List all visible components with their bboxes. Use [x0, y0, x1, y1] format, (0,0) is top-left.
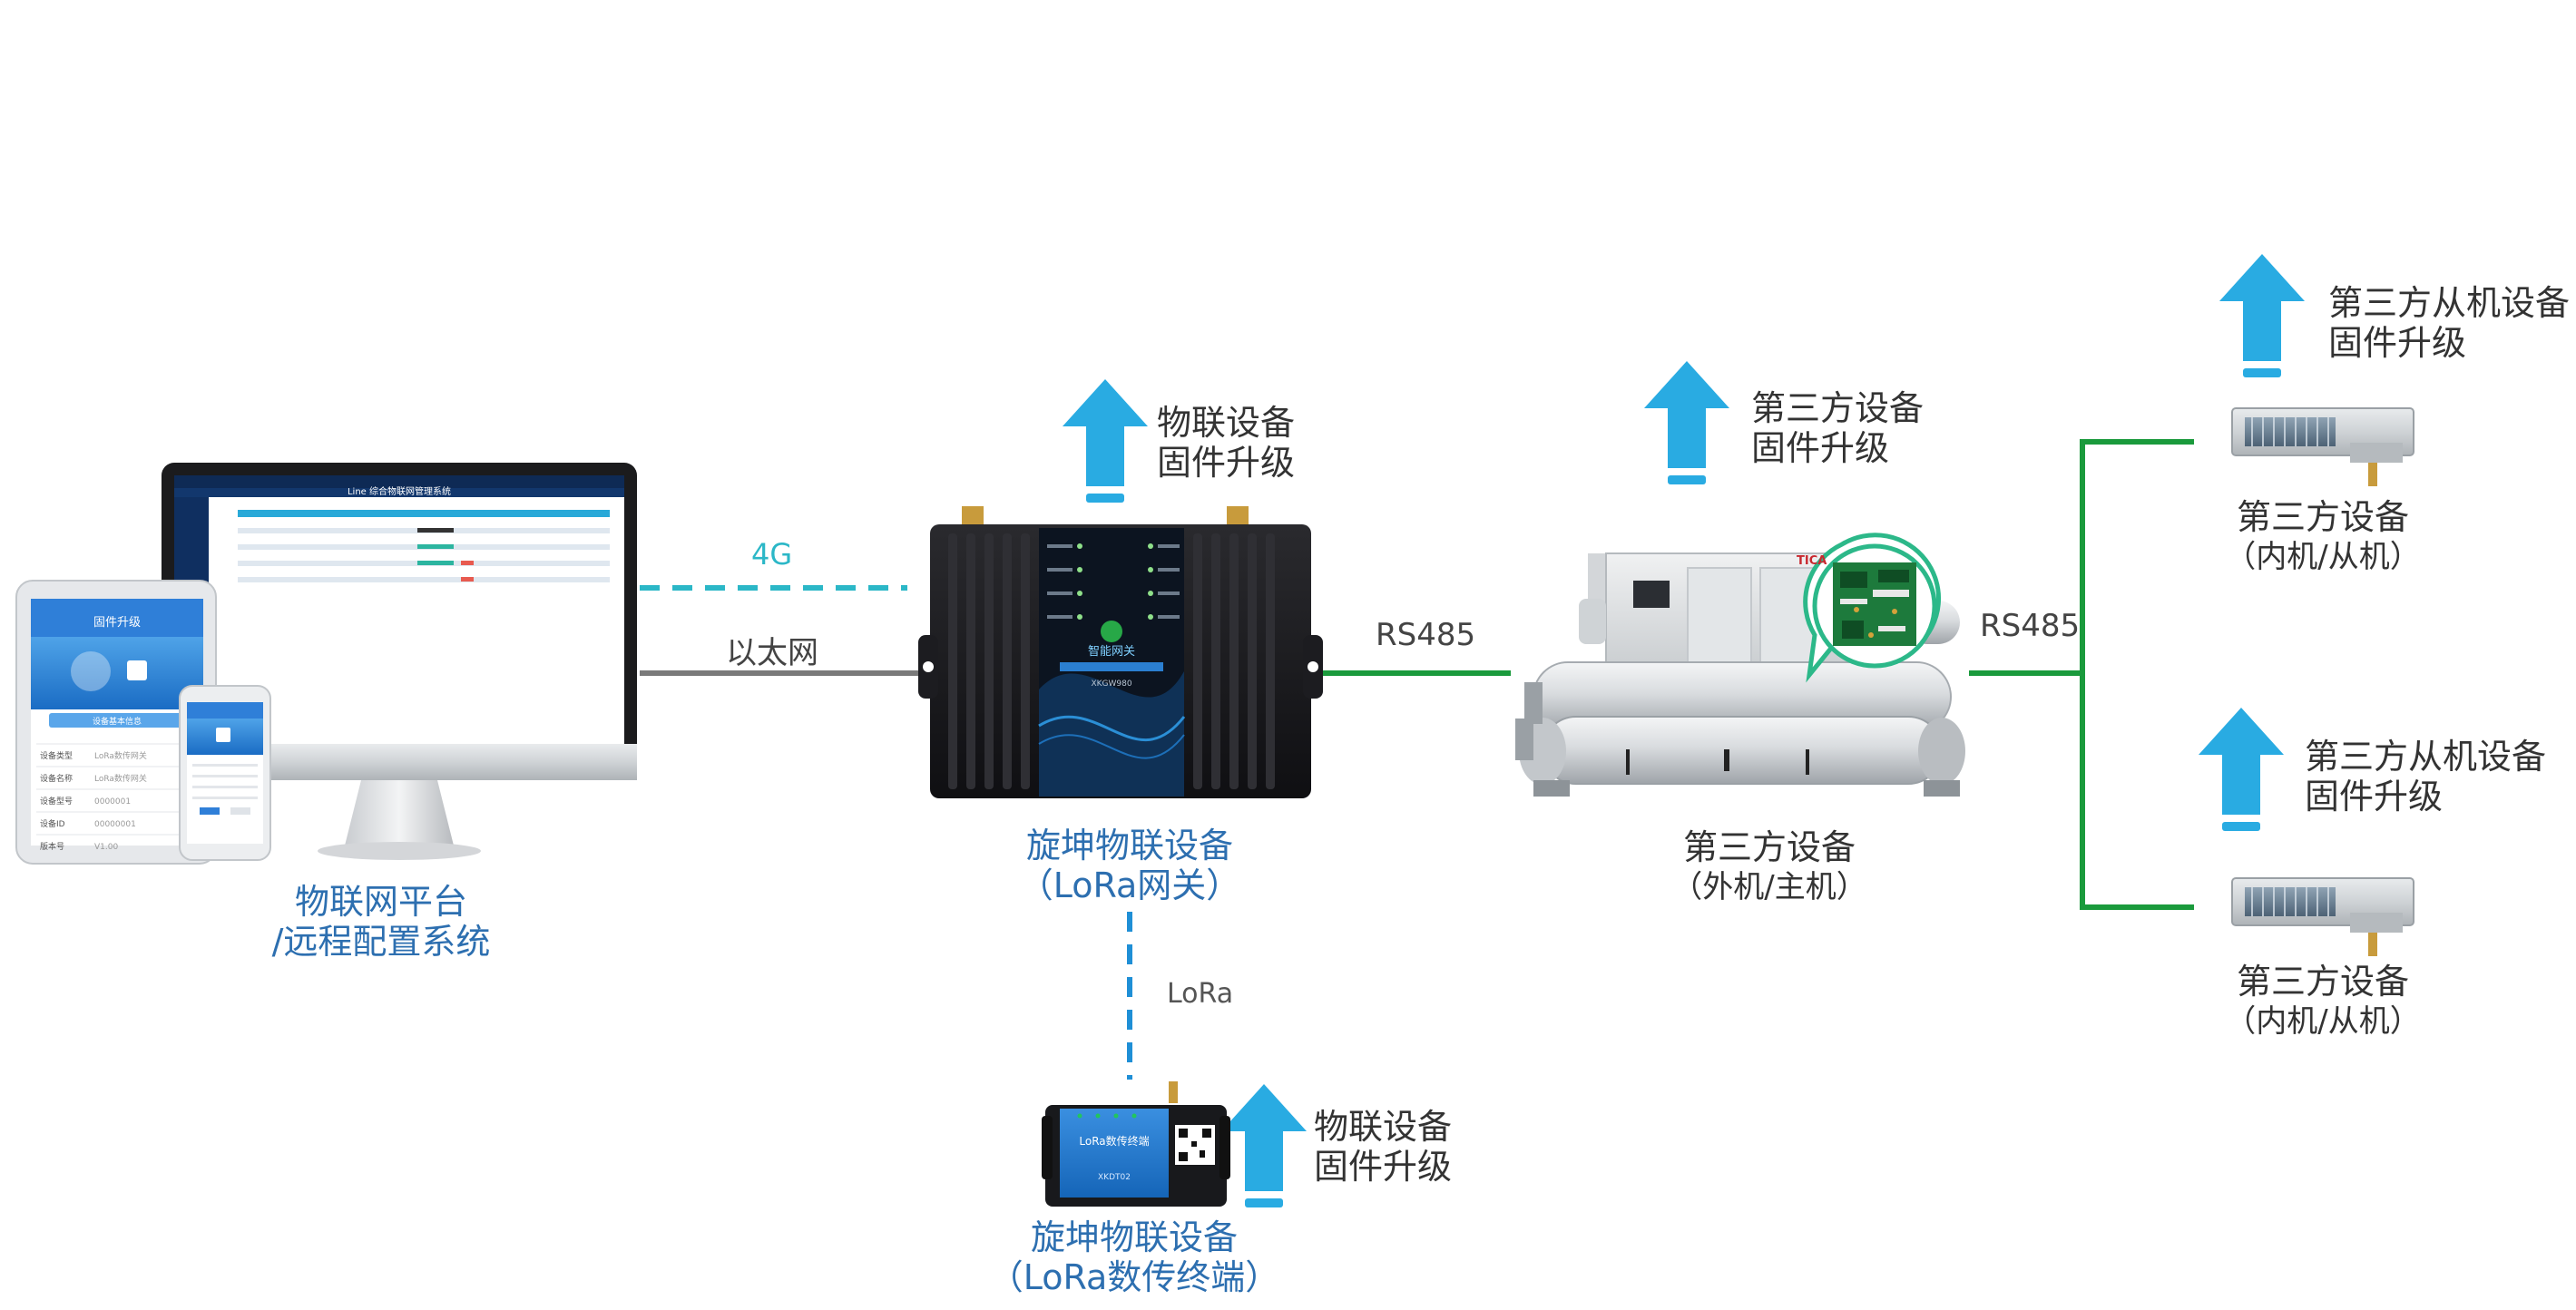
terminal-panel-model: XKDT02: [1098, 1173, 1131, 1182]
indoor-unit-2-title-line2: （内机/从机）: [2225, 1003, 2421, 1040]
link-rs485-a-label: RS485: [1376, 617, 1476, 653]
tablet-field-key: 设备名称: [40, 773, 73, 784]
tablet-field-value: 0000001: [94, 797, 131, 807]
indoor-unit-2-title: 第三方设备 （内机/从机）: [2160, 962, 2486, 1041]
tablet-field-value: LoRa数传网关: [94, 773, 147, 784]
lora-terminal-device: [1042, 1081, 1230, 1207]
chiller-upgrade-line1: 第三方设备: [1751, 388, 1925, 428]
chiller-brand-logo: TICA: [1797, 554, 1827, 568]
indoor-unit-1-upgrade-label: 第三方从机设备 固件升级: [2328, 283, 2570, 363]
chiller-upgrade-label: 第三方设备 固件升级: [1751, 388, 1924, 468]
lora-gateway-device: [918, 506, 1323, 798]
terminal-title: 旋坤物联设备 （LoRa数传终端）: [953, 1217, 1316, 1297]
indoor-unit-1-title-line2: （内机/从机）: [2225, 539, 2421, 575]
indoor-unit-1-title-line1: 第三方设备: [2236, 497, 2409, 537]
tablet-device: [15, 580, 217, 865]
upgrade-arrow-icon: [1644, 361, 1729, 484]
link-lora-label: LoRa: [1167, 978, 1234, 1010]
tablet-field-key: 设备ID: [40, 818, 65, 829]
phone-device: [179, 685, 271, 861]
link-4g-label: 4G: [751, 537, 793, 572]
tablet-field-value: LoRa数传网关: [94, 750, 147, 761]
indoor-unit-1-upgrade-line1: 第三方从机设备: [2328, 283, 2571, 323]
indoor-unit-1-title: 第三方设备 （内机/从机）: [2160, 497, 2486, 577]
terminal-title-line2: （LoRa数传终端）: [988, 1257, 1280, 1297]
platform-title-line2: /远程配置系统: [271, 922, 491, 962]
platform-title-line1: 物联网平台: [294, 882, 467, 922]
chiller-upgrade-line2: 固件升级: [1751, 428, 1890, 468]
platform-title: 物联网平台 /远程配置系统: [200, 882, 563, 962]
terminal-panel-name: LoRa数传终端: [1079, 1134, 1149, 1148]
gateway-upgrade-line2: 固件升级: [1157, 443, 1296, 483]
tablet-button-text: 设备基本信息: [93, 716, 142, 727]
indoor-unit-2-upgrade-line1: 第三方从机设备: [2305, 737, 2547, 777]
indoor-unit-2-upgrade-line2: 固件升级: [2305, 777, 2444, 816]
gateway-title: 旋坤物联设备 （LoRa网关）: [948, 826, 1311, 905]
tablet-field-key: 设备类型: [40, 750, 73, 761]
tablet-field-value: 00000001: [94, 820, 136, 829]
upgrade-arrow-icon: [2219, 254, 2305, 377]
indoor-unit-device: [2231, 877, 2414, 956]
terminal-title-line1: 旋坤物联设备: [1030, 1217, 1238, 1257]
tablet-field-key: 版本号: [40, 841, 64, 852]
gateway-upgrade-line1: 物联设备: [1157, 403, 1296, 443]
link-rs485-bus: [2080, 439, 2194, 910]
indoor-unit-2-upgrade-label: 第三方从机设备 固件升级: [2305, 737, 2546, 816]
link-ethernet-label: 以太网: [726, 635, 818, 671]
upgrade-arrow-icon: [2199, 708, 2284, 831]
indoor-unit-2-title-line1: 第三方设备: [2236, 962, 2409, 1002]
gateway-title-line2: （LoRa网关）: [1018, 865, 1241, 905]
gateway-panel-name: 智能网关: [1088, 645, 1135, 659]
terminal-upgrade-line2: 固件升级: [1314, 1147, 1453, 1187]
chiller-title: 第三方设备 （外机/主机）: [1588, 827, 1951, 907]
control-board-callout: [1803, 533, 1941, 683]
chiller-title-line2: （外机/主机）: [1671, 869, 1867, 905]
gateway-title-line1: 旋坤物联设备: [1025, 826, 1233, 865]
gateway-upgrade-label: 物联设备 固件升级: [1157, 403, 1295, 483]
monitor-header-text: Line 综合物联网管理系统: [348, 485, 451, 497]
indoor-unit-1-upgrade-line2: 固件升级: [2328, 323, 2467, 363]
upgrade-arrow-icon: [1063, 379, 1148, 503]
link-rs485-b-label: RS485: [1980, 608, 2081, 644]
upgrade-arrow-icon: [1221, 1084, 1307, 1207]
tablet-field-value: V1.00: [94, 843, 118, 852]
terminal-upgrade-line1: 物联设备: [1314, 1107, 1453, 1147]
gateway-panel-model: XKGW980: [1091, 679, 1131, 689]
indoor-unit-device: [2231, 407, 2414, 486]
terminal-upgrade-label: 物联设备 固件升级: [1314, 1107, 1452, 1187]
tablet-title-text: 固件升级: [93, 616, 141, 630]
tablet-field-key: 设备型号: [40, 796, 73, 807]
chiller-title-line1: 第三方设备: [1682, 827, 1856, 867]
